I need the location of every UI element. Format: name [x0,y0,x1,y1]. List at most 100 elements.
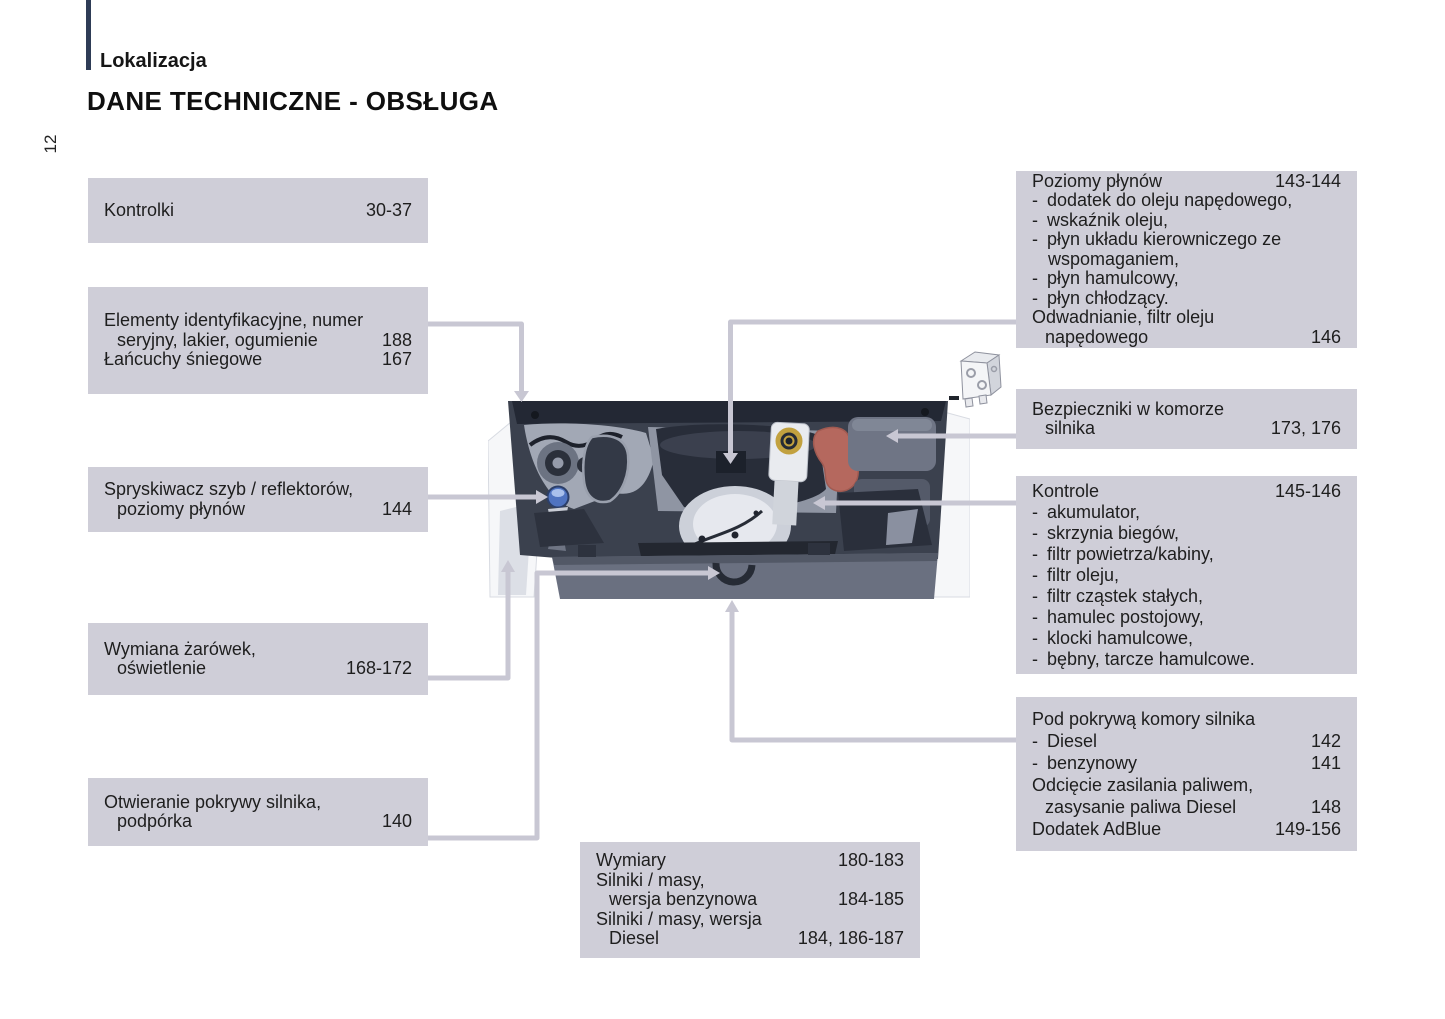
line-text: wersja benzynowa [609,889,758,910]
line-text: Pod pokrywą komory silnika [1032,709,1256,729]
line-text: wspomaganiem, [1048,248,1180,269]
box-line: - akumulator, [1032,502,1341,523]
box-line: - płyn układu kierowniczego ze [1032,230,1341,250]
line-text: Bezpieczniki w komorze [1032,398,1225,419]
box-line: Pod pokrywą komory silnika [1032,708,1341,730]
engine-bay-photo [488,393,970,605]
box-line: - filtr cząstek stałych, [1032,586,1341,607]
box-line: - bębny, tarcze hamulcowe. [1032,649,1341,670]
line-text: - płyn hamulcowy, [1032,268,1179,289]
line-text: - płyn układu kierowniczego ze [1032,229,1282,250]
line-text: seryjny, lakier, ogumienie [117,329,318,350]
section-accent-bar [86,0,91,70]
line-text: Silniki / masy, [596,869,705,890]
box-line: Wymiary 180-183 [596,851,904,871]
line-text: napędowego [1045,326,1149,347]
info-box-spryskiwacz: Spryskiwacz szyb / reflektorów, poziomy … [88,467,428,532]
box-line: - Diesel 142 [1032,730,1341,752]
line-text: - Diesel [1032,731,1098,751]
box-line: Spryskiwacz szyb / reflektorów, [104,479,412,500]
line-pages: 167 [381,349,412,370]
line-text: Odcięcie zasilania paliwem, [1032,775,1254,795]
box-line: Bezpieczniki w komorze [1032,398,1341,420]
line-text: - hamulec postojowy, [1032,606,1204,627]
line-text: zasysanie paliwa Diesel [1045,797,1237,817]
box-line: - filtr powietrza/kabiny, [1032,544,1341,565]
line-pages: 146 [1310,326,1341,347]
line-text: Łańcuchy śniegowe [104,349,263,370]
box-line: - skrzynia biegów, [1032,523,1341,544]
box-line: Odcięcie zasilania paliwem, [1032,774,1341,796]
line-pages: 173, 176 [1270,418,1341,438]
fuse-icon [949,351,1002,408]
box-line: - wskaźnik oleju, [1032,209,1341,231]
line-text: - klocki hamulcowe, [1032,627,1194,648]
info-box-poziomy-plynow: Poziomy płynów 143-144 - dodatek do oleju… [1016,171,1357,348]
box-line: - dodatek do oleju napędowego, [1032,191,1341,211]
line-pages: 188 [381,329,412,350]
line-text: poziomy płynów [117,498,246,519]
line-pages: 144 [381,498,412,519]
line-pages: 180-183 [837,850,904,871]
connector-pod-pokrywa [729,612,1016,743]
box-line: oświetlenie 168-172 [104,658,412,679]
page-number: 12 [41,134,60,154]
box-line: Łańcuchy śniegowe 167 [104,350,412,370]
line-text: - płyn chłodzący. [1032,287,1169,308]
line-pages: 149-156 [1274,819,1341,839]
box-line: - filtr oleju, [1032,565,1341,586]
box-line: - płyn hamulcowy, [1032,269,1341,289]
line-text: Kontrolki [104,199,175,220]
box-line: - klocki hamulcowe, [1032,628,1341,649]
box-line: seryjny, lakier, ogumienie 188 [104,329,412,351]
connector-otwieranie [428,570,708,841]
line-text: Elementy identyfikacyjne, numer [104,310,364,331]
box-line: Kontrole 145-146 [1032,481,1341,502]
box-line: - hamulec postojowy, [1032,607,1341,628]
line-text: Dodatek AdBlue [1032,819,1162,839]
box-line: Silniki / masy, [596,869,904,891]
info-box-pod-pokrywa: Pod pokrywą komory silnika - Diesel 142 -… [1016,697,1357,851]
box-line: Otwieranie pokrywy silnika, [104,791,412,813]
line-text: - wskaźnik oleju, [1032,209,1169,230]
box-line: Silniki / masy, wersja [596,909,904,930]
section-label: Lokalizacja [100,50,207,72]
info-box-otwieranie-pokrywy: Otwieranie pokrywy silnika, podpórka 140 [88,778,428,846]
box-line: Dodatek AdBlue 149-156 [1032,818,1341,840]
line-text: Kontrole [1032,480,1100,501]
line-text: oświetlenie [117,658,207,678]
line-pages: 145-146 [1274,480,1341,501]
line-pages: 148 [1310,797,1341,817]
line-pages: 140 [381,811,412,831]
box-line: poziomy płynów 144 [104,498,412,520]
line-text: podpórka [117,811,193,831]
line-text: - skrzynia biegów, [1032,522,1180,543]
line-text: - bębny, tarcze hamulcowe. [1032,648,1255,669]
line-pages: 184, 186-187 [797,928,904,949]
box-line: napędowego 146 [1032,326,1341,348]
line-text: Spryskiwacz szyb / reflektorów, [104,479,354,499]
line-text: Wymiary [596,850,666,871]
line-text: Poziomy płynów [1032,170,1163,191]
line-text: - filtr cząstek stałych, [1032,585,1204,606]
line-text: - benzynowy [1032,753,1138,773]
line-pages: 143-144 [1274,170,1341,191]
box-line: - płyn chłodzący. [1032,287,1341,309]
line-pages: 141 [1310,753,1341,773]
line-text: - filtr oleju, [1032,564,1120,585]
info-box-wymiana-zarowek: Wymiana żarówek, oświetlenie 168-172 [88,623,428,695]
line-text: Otwieranie pokrywy silnika, [104,791,322,812]
line-text: Wymiana żarówek, [104,638,256,659]
line-text: - filtr powietrza/kabiny, [1032,543,1214,564]
page-title: DANE TECHNICZNE - OBSŁUGA [87,86,499,116]
line-text: Odwadnianie, filtr oleju [1032,307,1215,328]
info-box-elementy: Elementy identyfikacyjne, numer seryjny,… [88,287,428,394]
connector-elementy [428,321,524,391]
line-pages: 142 [1310,731,1341,751]
line-pages: 168-172 [345,658,412,678]
